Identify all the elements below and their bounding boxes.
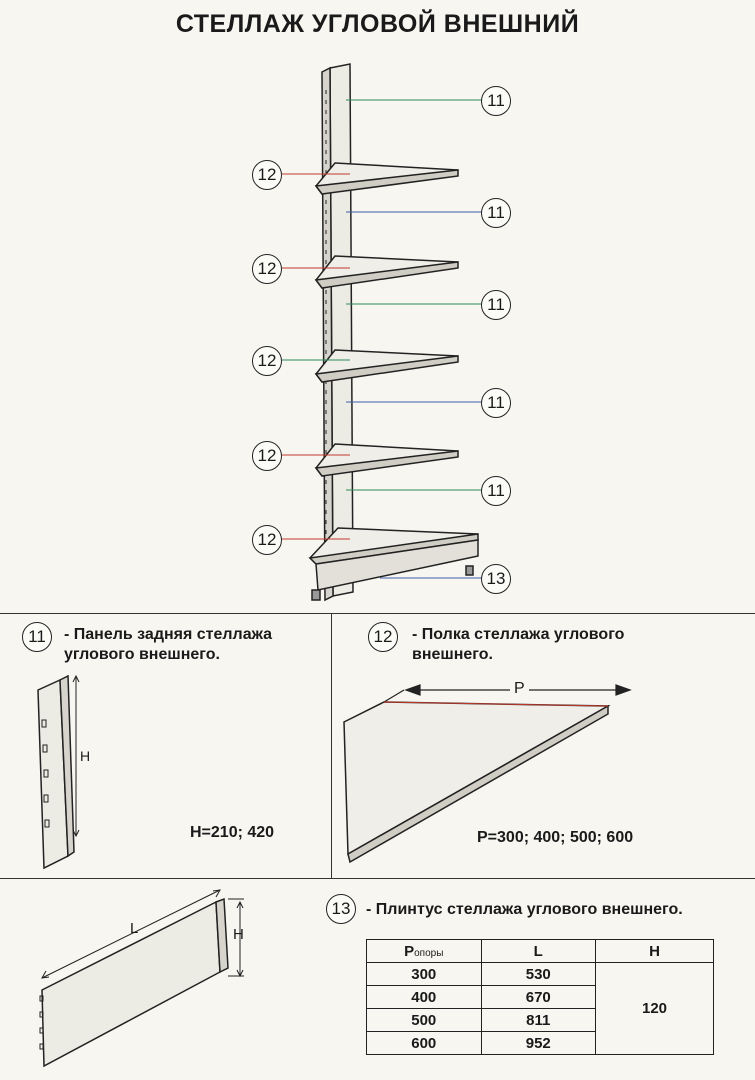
- rack-shelves: [308, 162, 479, 601]
- callout-12: 12: [252, 254, 282, 284]
- part-13-description: - Плинтус стеллажа углового внешнего.: [366, 901, 683, 918]
- callout-13: 13: [481, 564, 511, 594]
- cell-h: 120: [595, 962, 714, 1055]
- page-title: СТЕЛЛАЖ УГЛОВОЙ ВНЕШНИЙ: [175, 10, 580, 38]
- cell-p: 400: [366, 985, 482, 1009]
- col-p-header: Pопоры: [366, 939, 482, 963]
- divider-middle: [0, 613, 755, 614]
- col-l-header: L: [480, 939, 596, 963]
- callout-11: 11: [481, 198, 511, 228]
- part-12-description: - Полка стеллажа углового внешнего.: [412, 626, 625, 663]
- part-11-dim-label: H: [80, 748, 91, 764]
- part-12-formula: P=300; 400; 500; 600: [477, 829, 634, 846]
- cell-l: 952: [480, 1031, 596, 1055]
- part-13-dim-label-h: H: [233, 926, 244, 943]
- plinth-spec-table: Pопоры L H 300 530 120 400 670 500 811 6…: [366, 939, 714, 1055]
- leader-lines: [282, 99, 482, 579]
- part-13-number: 13: [326, 894, 356, 924]
- part-11-number: 11: [22, 622, 52, 652]
- callout-12: 12: [252, 346, 282, 376]
- part-11-drawing: [37, 674, 80, 870]
- divider-lower: [0, 878, 755, 879]
- table-row: 400 670: [366, 985, 714, 1009]
- callout-11: 11: [481, 476, 511, 506]
- part-13-dim-label-l: L: [130, 920, 139, 937]
- cell-p: 600: [366, 1031, 482, 1055]
- table-row: 600 952: [366, 1031, 714, 1055]
- col-h-header: H: [595, 939, 714, 963]
- rack-upright: [321, 63, 354, 602]
- part-12-dim-label: P: [510, 680, 529, 698]
- divider-vertical: [331, 613, 332, 878]
- table-row: 500 811: [366, 1008, 714, 1032]
- cell-p: 300: [366, 962, 482, 986]
- rack-assembly-drawing: [282, 63, 482, 602]
- callout-11: 11: [481, 86, 511, 116]
- callout-12: 12: [252, 160, 282, 190]
- cell-l: 811: [480, 1008, 596, 1032]
- callout-11: 11: [481, 290, 511, 320]
- part-13-drawing: [39, 889, 244, 1068]
- table-header-row: Pопоры L H: [366, 939, 714, 963]
- cell-p: 500: [366, 1008, 482, 1032]
- part-12-drawing: [343, 684, 632, 864]
- part-12-number: 12: [368, 622, 398, 652]
- part-11-description: - Панель задняя стеллажа углового внешне…: [64, 626, 273, 663]
- part-11-formula: H=210; 420: [190, 824, 275, 841]
- callout-12: 12: [252, 441, 282, 471]
- callout-11: 11: [481, 388, 511, 418]
- cell-l: 530: [480, 962, 596, 986]
- callout-12: 12: [252, 525, 282, 555]
- cell-l: 670: [480, 985, 596, 1009]
- table-row: 300 530 120: [366, 962, 714, 1055]
